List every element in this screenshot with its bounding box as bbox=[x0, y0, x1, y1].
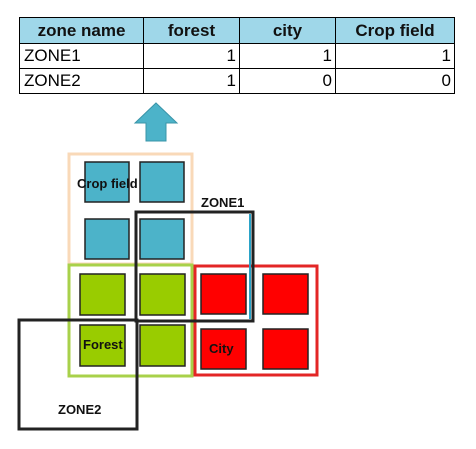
city-cell bbox=[200, 328, 247, 370]
forest-cell bbox=[79, 324, 126, 367]
crop-cell bbox=[84, 161, 130, 203]
cell-crop-field: 0 bbox=[335, 68, 455, 94]
table-row: ZONE1 1 1 1 bbox=[19, 43, 455, 69]
up-arrow-icon bbox=[133, 102, 179, 142]
cell-forest: 1 bbox=[143, 68, 240, 94]
city-cell bbox=[262, 273, 309, 315]
table-row: ZONE2 1 0 0 bbox=[19, 68, 455, 94]
forest-cell bbox=[139, 273, 186, 316]
zone2-outline bbox=[17, 318, 139, 431]
city-cell bbox=[200, 273, 247, 315]
cell-forest: 1 bbox=[143, 43, 240, 69]
crop-field-label: Crop field bbox=[77, 176, 138, 191]
city-cell bbox=[262, 328, 309, 370]
zone1-label: ZONE1 bbox=[201, 195, 244, 210]
crop-cell bbox=[139, 218, 185, 260]
cell-city: 0 bbox=[239, 68, 336, 94]
cell-zone-name: ZONE1 bbox=[19, 43, 144, 69]
forest-cell bbox=[139, 324, 186, 367]
header-zone-name: zone name bbox=[19, 17, 144, 44]
crop-cell bbox=[84, 218, 130, 260]
forest-cell bbox=[79, 273, 126, 316]
crop-cell bbox=[139, 161, 185, 203]
header-crop-field: Crop field bbox=[335, 17, 455, 44]
cell-zone-name: ZONE2 bbox=[19, 68, 144, 94]
zone2-label: ZONE2 bbox=[58, 402, 101, 417]
zone1-outline bbox=[134, 210, 255, 323]
zone-table: zone name forest city Crop field ZONE1 1… bbox=[19, 17, 455, 94]
city-label: City bbox=[209, 341, 234, 356]
forest-label: Forest bbox=[83, 337, 123, 352]
table-header-row: zone name forest city Crop field bbox=[19, 17, 455, 44]
